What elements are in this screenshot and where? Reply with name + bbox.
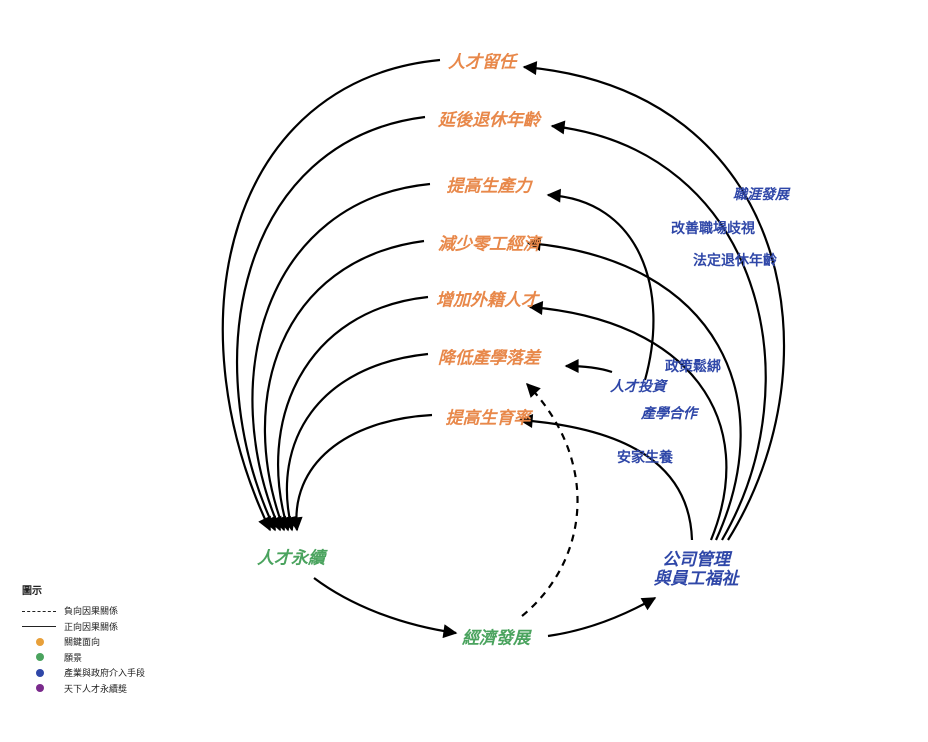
node-add-foreign-talent: 增加外籍人才 [436, 290, 538, 311]
node-reduce-skill-gap: 降低產學落差 [438, 348, 540, 369]
node-delay-retirement: 延後退休年齡 [438, 110, 540, 131]
legend-key-aspect: 關鍵面向 [22, 634, 145, 650]
intervention-industry-academia: 產學合作 [641, 406, 697, 422]
legend-negative-label: 負向因果關係 [64, 607, 119, 618]
arc-mgmt-to-birth [518, 413, 694, 541]
green-dot-icon [36, 653, 44, 662]
arc-birth-to-sustain [288, 413, 433, 532]
legend-positive: 正向因果關係 [22, 619, 145, 635]
arc-mgmt-to-retention [522, 61, 786, 541]
arc-invest-to-productivity [546, 188, 655, 381]
arc-mgmt-to-gig [526, 237, 742, 541]
legend: 圖示 負向因果關係 正向因果關係 關鍵面向 願景 產業與政府介入手段 天下人才永… [22, 582, 145, 696]
legend-award-label: 天下人才永續獎 [64, 684, 128, 695]
blue-dot-icon [36, 668, 44, 677]
node-corp-mgmt-line1: 公司管理 [662, 550, 730, 570]
arc-economy-to-skillgap-negative [521, 382, 579, 617]
legend-intervention: 產業與政府介入手段 [22, 665, 145, 681]
arc-sustain-to-economy [313, 577, 458, 639]
solid-line-icon [22, 626, 56, 628]
intervention-legal-retirement: 法定退休年齡 [693, 253, 777, 269]
arc-mgmt-to-retirement [550, 120, 767, 541]
legend-negative: 負向因果關係 [22, 603, 145, 619]
node-corp-mgmt: 公司管理 與員工福祉 [654, 551, 739, 589]
purple-dot-icon [36, 684, 44, 693]
legend-intervention-label: 產業與政府介入手段 [64, 669, 146, 680]
arc-retirement-to-sustain [235, 115, 426, 532]
legend-award: 天下人才永續獎 [22, 681, 145, 697]
node-talent-sustain: 人才永續 [257, 548, 325, 569]
arc-retention-to-sustain [221, 58, 441, 532]
arc-economy-to-mgmt [547, 597, 657, 638]
legend-key-aspect-label: 關鍵面向 [64, 638, 101, 649]
legend-vision: 願景 [22, 650, 145, 666]
intervention-talent-invest: 人才投資 [610, 379, 666, 395]
node-reduce-gig: 減少零工經濟 [438, 234, 540, 255]
legend-positive-label: 正向因果關係 [64, 622, 119, 633]
arc-gig-to-sustain [263, 239, 425, 532]
intervention-improve-workplace: 改善職場歧視 [671, 221, 755, 237]
node-economic-dev: 經濟發展 [462, 628, 530, 649]
intervention-policy-relax: 政策鬆綁 [665, 359, 721, 375]
node-raise-productivity: 提高生產力 [446, 176, 532, 197]
intervention-settle-birth: 安家生養 [617, 450, 673, 466]
node-talent-retention: 人才留任 [448, 52, 516, 73]
node-raise-birthrate: 提高生育率 [445, 408, 531, 429]
intervention-career-dev: 職涯發展 [733, 187, 789, 203]
arc-productivity-to-sustain [251, 182, 431, 532]
arc-mgmt-to-foreign [528, 301, 728, 541]
arc-skillgap-to-sustain [282, 352, 429, 532]
arc-invest-to-skillgap [564, 359, 613, 374]
legend-title: 圖示 [22, 586, 42, 597]
arc-foreign-to-sustain [277, 295, 429, 532]
dashed-line-icon [22, 610, 56, 612]
orange-dot-icon [36, 637, 44, 646]
node-corp-mgmt-line2: 與員工福祉 [653, 569, 739, 589]
legend-vision-label: 願景 [64, 653, 83, 664]
